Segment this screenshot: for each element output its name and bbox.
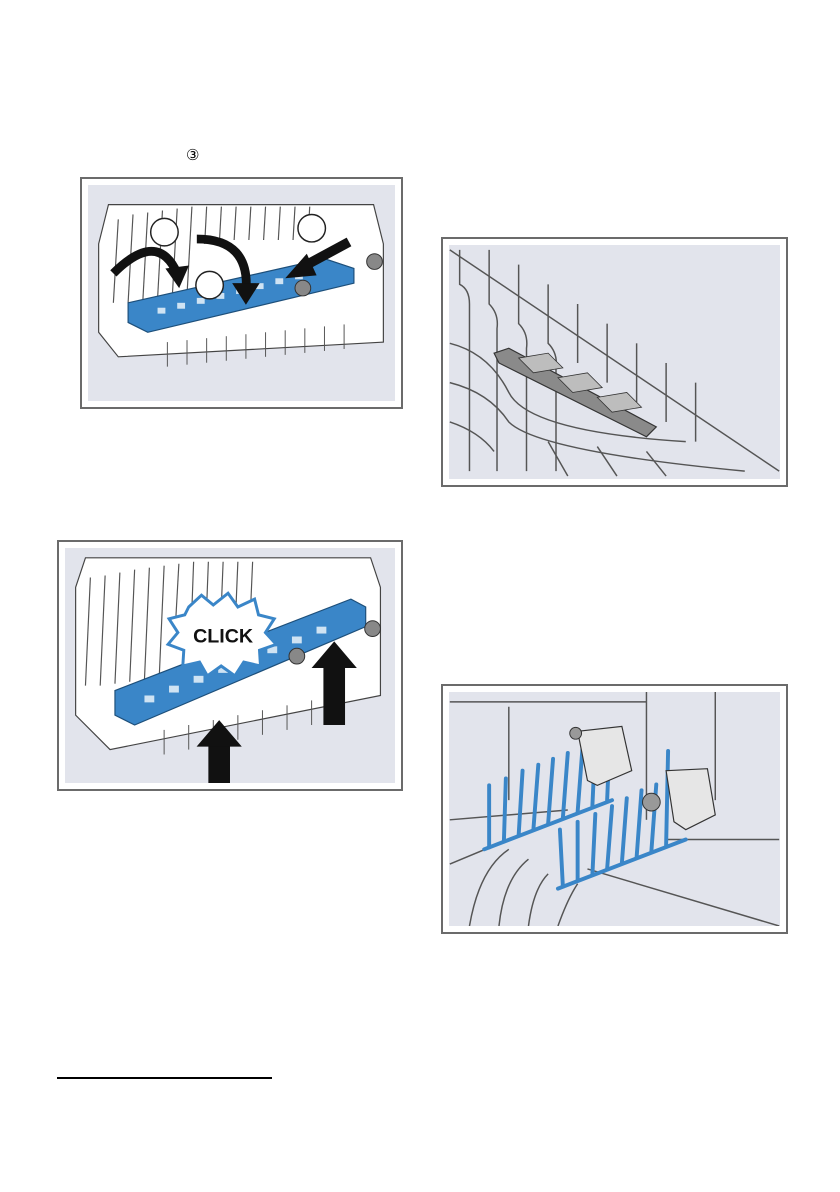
figure-rack-prongs xyxy=(441,684,788,934)
rack-click-svg: CLICK xyxy=(65,548,395,783)
figure-rack-fold xyxy=(80,177,403,409)
callout-circle-1 xyxy=(151,218,178,245)
rack-shelf-insert-illustration xyxy=(449,245,780,479)
figure-rack-shelf xyxy=(441,237,788,487)
rack-shelf-svg xyxy=(449,245,780,479)
figure-rack-click: CLICK xyxy=(57,540,403,791)
rack-prongs-svg xyxy=(449,692,780,926)
rack-fold-down-illustration xyxy=(88,185,395,401)
click-label: CLICK xyxy=(193,625,254,647)
rack-prongs-illustration xyxy=(449,692,780,926)
footnote-separator xyxy=(57,1077,272,1079)
callout-circle-2 xyxy=(196,271,223,298)
rack-fold-svg xyxy=(88,185,395,401)
callout-circle-3 xyxy=(298,214,325,241)
step-marker-3: ③ xyxy=(186,147,199,165)
rack-click-up-illustration: CLICK xyxy=(65,548,395,783)
